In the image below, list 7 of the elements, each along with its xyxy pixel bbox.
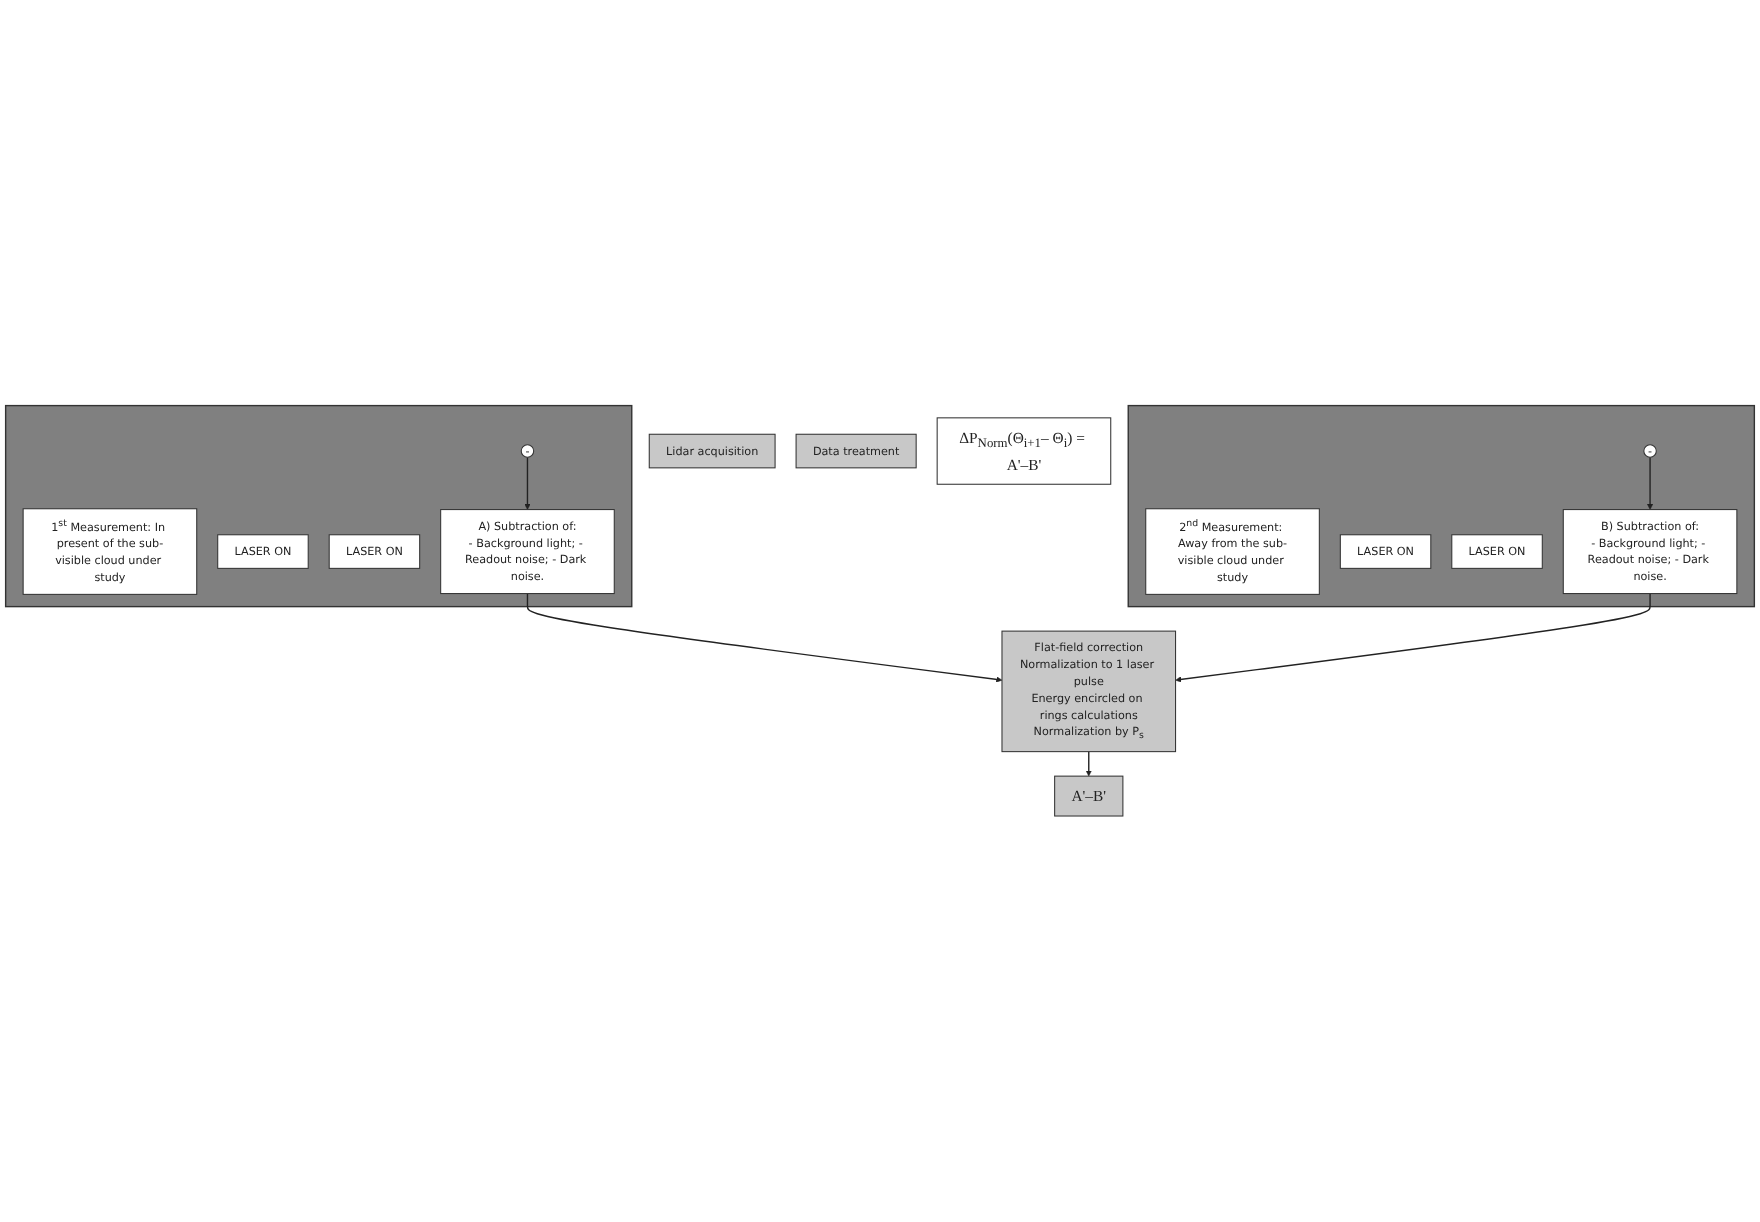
- arrow: [524, 456, 531, 511]
- arrow: [526, 593, 1003, 683]
- cluster: [4, 405, 633, 608]
- arrow: [1175, 593, 1651, 683]
- cluster: [1127, 405, 1756, 608]
- arrow: [1647, 456, 1654, 511]
- arrow: [1085, 751, 1092, 777]
